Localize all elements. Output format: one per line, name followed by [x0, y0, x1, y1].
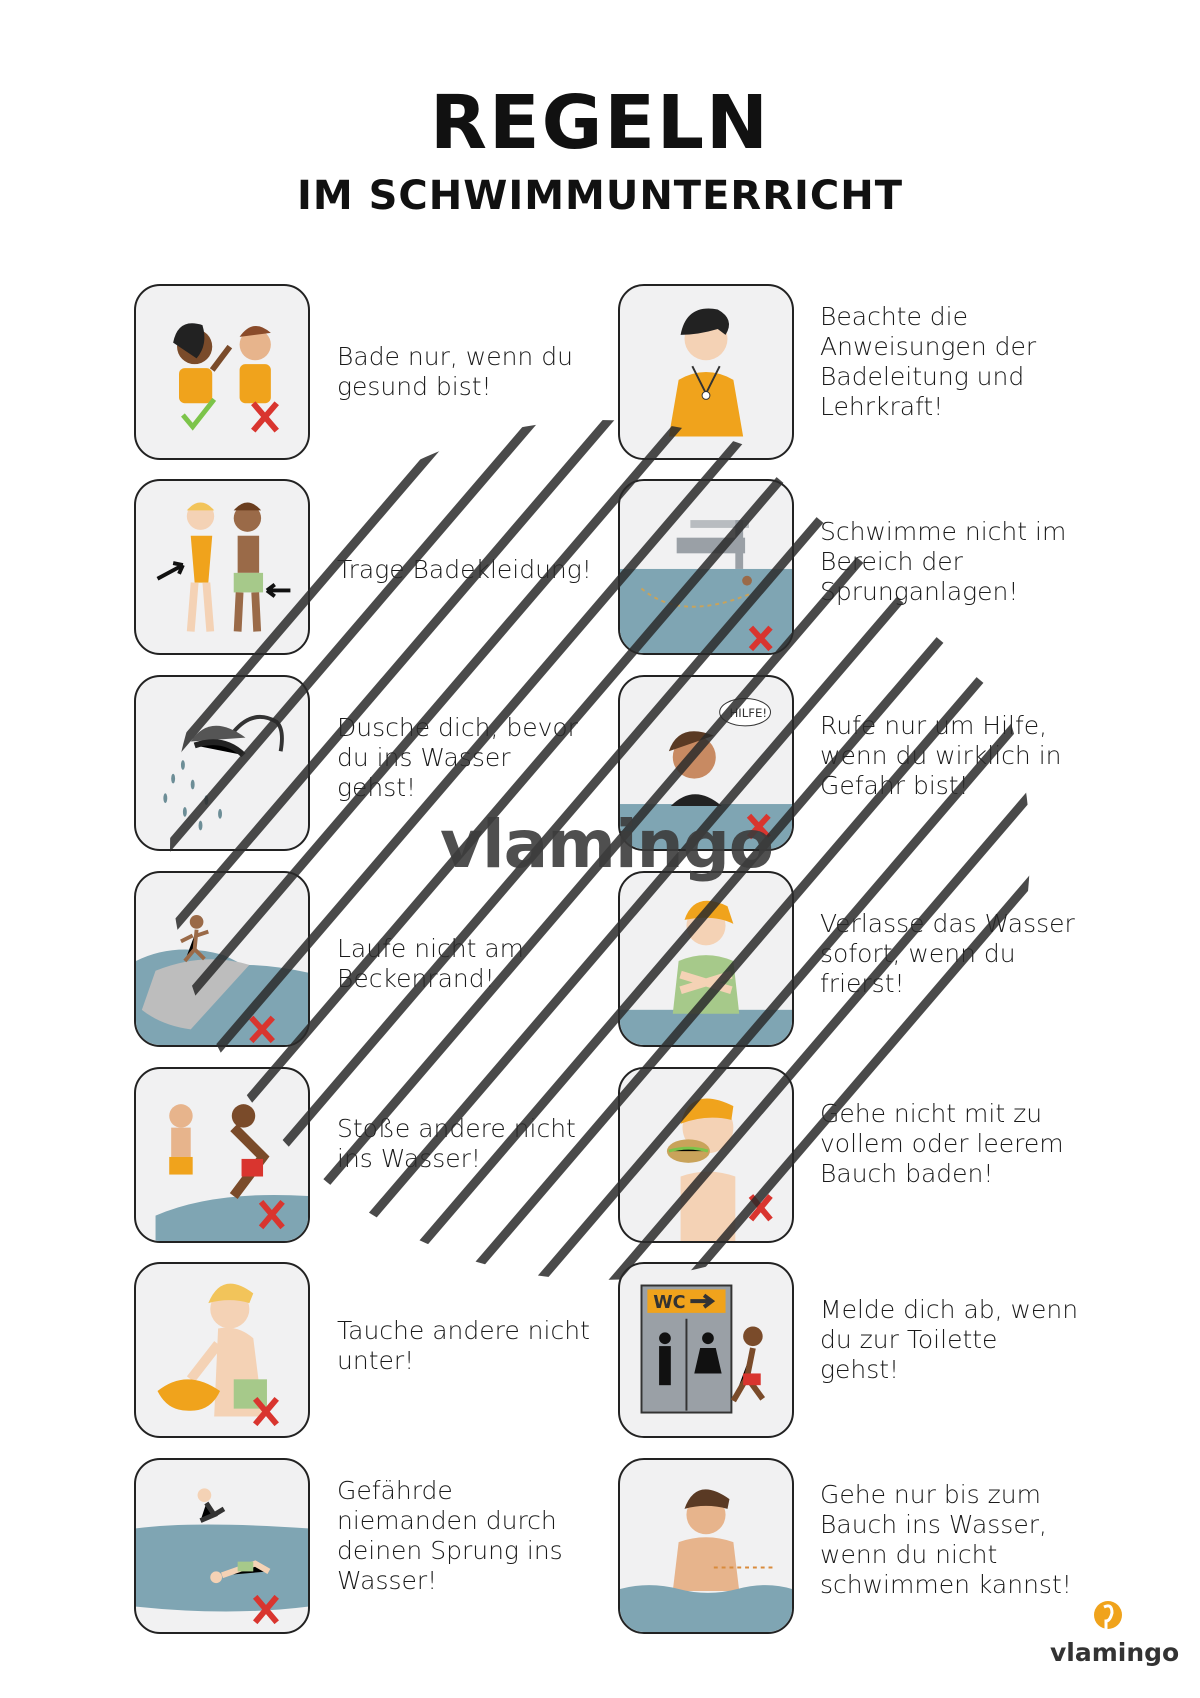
watermark-text: vlamingo — [440, 806, 774, 883]
rule-card-healthy — [134, 284, 310, 460]
rule-text-no-dunking: Tauche andere nicht unter! — [337, 1316, 590, 1375]
healthy-kids-icon — [173, 323, 279, 433]
rule-text-healthy: Bade nur, wenn du gesund bist! — [337, 342, 573, 401]
rule-card-jump-safety — [134, 1458, 310, 1634]
rule-card-stomach — [618, 1067, 794, 1243]
diving-board-icon — [620, 520, 792, 653]
rule-text-jump-safety: Gefährde niemanden durch deinen Sprung i… — [337, 1476, 563, 1595]
rule-text-no-running: Laufe nicht am Beckenrand! — [337, 934, 525, 993]
rule-card-non-swimmer — [618, 1458, 794, 1634]
rule-card-diving-area — [618, 479, 794, 655]
pushing-icon — [155, 1104, 308, 1241]
rule-card-no-pushing — [134, 1067, 310, 1243]
rule-text-toilet: Melde dich ab, wenn du zur Toilette gehs… — [820, 1295, 1079, 1384]
rule-text-help: Rufe nur um Hilfe, wenn du wirklich in G… — [820, 711, 1062, 800]
running-icon — [136, 915, 308, 1045]
dunking-icon — [157, 1283, 279, 1427]
page-subtitle: IM SCHWIMMUNTERRICHT — [296, 173, 904, 219]
rule-card-swimwear — [134, 479, 310, 655]
lifeguard-icon — [668, 308, 744, 437]
rule-text-instructions: Beachte die Anweisungen der Badeleitung … — [820, 302, 1037, 421]
rule-text-shower: Dusche dich, bevor du ins Wasser gehst! — [337, 713, 578, 802]
svg-text:HILFE!: HILFE! — [729, 706, 767, 720]
rule-text-diving-area: Schwimme nicht im Bereich der Sprunganla… — [820, 517, 1067, 606]
shower-icon — [163, 714, 284, 831]
rule-text-stomach: Gehe nicht mit zu vollem oder leerem Bau… — [820, 1099, 1064, 1188]
rule-card-instructions — [618, 284, 794, 460]
toilet-icon: WC — [640, 1284, 766, 1414]
rule-card-no-dunking — [134, 1262, 310, 1438]
freezing-icon — [620, 900, 792, 1045]
eating-icon — [666, 1098, 773, 1241]
vlamingo-logo-icon — [1094, 1601, 1122, 1629]
rule-card-freezing — [618, 871, 794, 1047]
wading-icon — [620, 1489, 792, 1632]
brand-name: vlamingo — [1050, 1638, 1180, 1667]
rule-text-no-pushing: Stoße andere nicht ins Wasser! — [337, 1114, 576, 1173]
page-title: REGELN — [430, 80, 770, 166]
rule-card-no-running — [134, 871, 310, 1047]
rule-text-swimwear: Trage Badekleidung! — [337, 555, 592, 584]
rule-text-freezing: Verlasse das Wasser sofort, wenn du frie… — [820, 909, 1075, 998]
wc-sign-label: WC — [653, 1293, 685, 1313]
jumping-icon — [136, 1488, 308, 1625]
swimwear-icon — [156, 502, 291, 632]
rule-text-non-swimmer: Gehe nur bis zum Bauch ins Wasser, wenn … — [820, 1480, 1072, 1599]
rule-card-shower — [134, 675, 310, 851]
rule-card-toilet: WC — [618, 1262, 794, 1438]
